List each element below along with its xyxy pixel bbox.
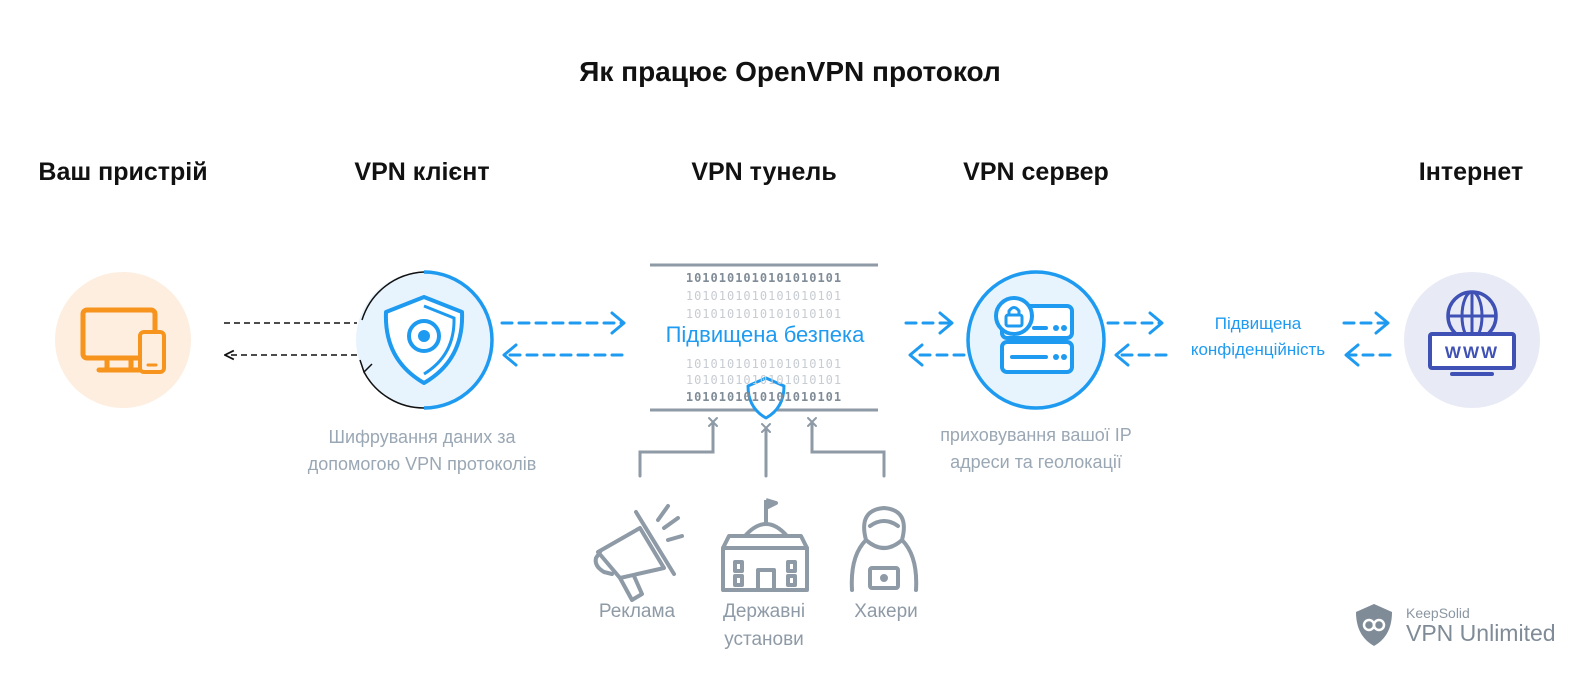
threat-label-hackers: Хакери: [854, 601, 918, 622]
tunnel-bits-row: 1010101010101010101: [685, 357, 843, 371]
client-caption: Шифрування даних за допомогою VPN проток…: [308, 424, 537, 478]
threat-connectors: [638, 417, 886, 478]
megaphone-icon: [593, 504, 684, 602]
column-title-client: VPN клієнт: [354, 158, 490, 186]
tunnel-bits-row: 1010101010101010101: [685, 271, 843, 285]
column-title-device: Ваш пристрій: [38, 158, 208, 186]
tunnel-bits-row: 1010101010101010101: [685, 289, 843, 303]
tunnel-server-arrows: [904, 311, 966, 367]
shield-icon: [746, 376, 786, 420]
column-title-internet: Інтернет: [1418, 158, 1524, 186]
tunnel-bits-row: 1010101010101010101: [685, 390, 843, 404]
tunnel-bits-row: 1010101010101010101: [685, 373, 843, 387]
hacker-icon: [849, 506, 919, 592]
client-caption-line: допомогою VPN протоколів: [307, 454, 537, 474]
tunnel-label: Підвищена безпека: [665, 322, 865, 347]
privacy-caption-line: конфіденційність: [1190, 340, 1326, 359]
server-icon: [966, 270, 1106, 410]
column-title-server: VPN сервер: [963, 158, 1109, 186]
privacy-caption: Підвищена конфіденційність: [1191, 311, 1325, 363]
threat-label-ads: Реклама: [598, 601, 676, 622]
threat-label-line: установи: [724, 629, 804, 650]
privacy-caption-line: Підвищена: [1214, 314, 1302, 333]
keepsolid-logo-icon: [1356, 604, 1392, 646]
government-building-icon: [721, 498, 809, 592]
column-title-tunnel: VPN тунель: [691, 158, 837, 186]
server-caption-line: адреси та геолокації: [950, 452, 1122, 472]
server-privacy-arrows: [1106, 311, 1168, 367]
threat-label-government: Державні установи: [723, 598, 805, 654]
client-tunnel-arrows: [500, 311, 626, 367]
tunnel-bits-row: 1010101010101010101: [685, 307, 843, 321]
client-caption-line: Шифрування даних за: [328, 427, 516, 447]
brand-company: KeepSolid: [1406, 605, 1470, 621]
threat-label-line: Державні: [722, 601, 806, 622]
shield-eye-icon: [356, 270, 494, 410]
brand-product: VPN Unlimited: [1406, 620, 1556, 646]
privacy-internet-arrows: [1342, 311, 1392, 367]
server-caption: приховування вашої IP адреси та геолокац…: [940, 422, 1132, 476]
server-caption-line: приховування вашої IP: [940, 425, 1132, 445]
page-title: Як працює OpenVPN протокол: [579, 56, 1001, 87]
device-client-arrows: [224, 322, 357, 355]
svg-text:WWW: WWW: [1445, 343, 1499, 362]
globe-www-icon: WWW: [1404, 272, 1540, 408]
device-icon: [55, 272, 191, 408]
